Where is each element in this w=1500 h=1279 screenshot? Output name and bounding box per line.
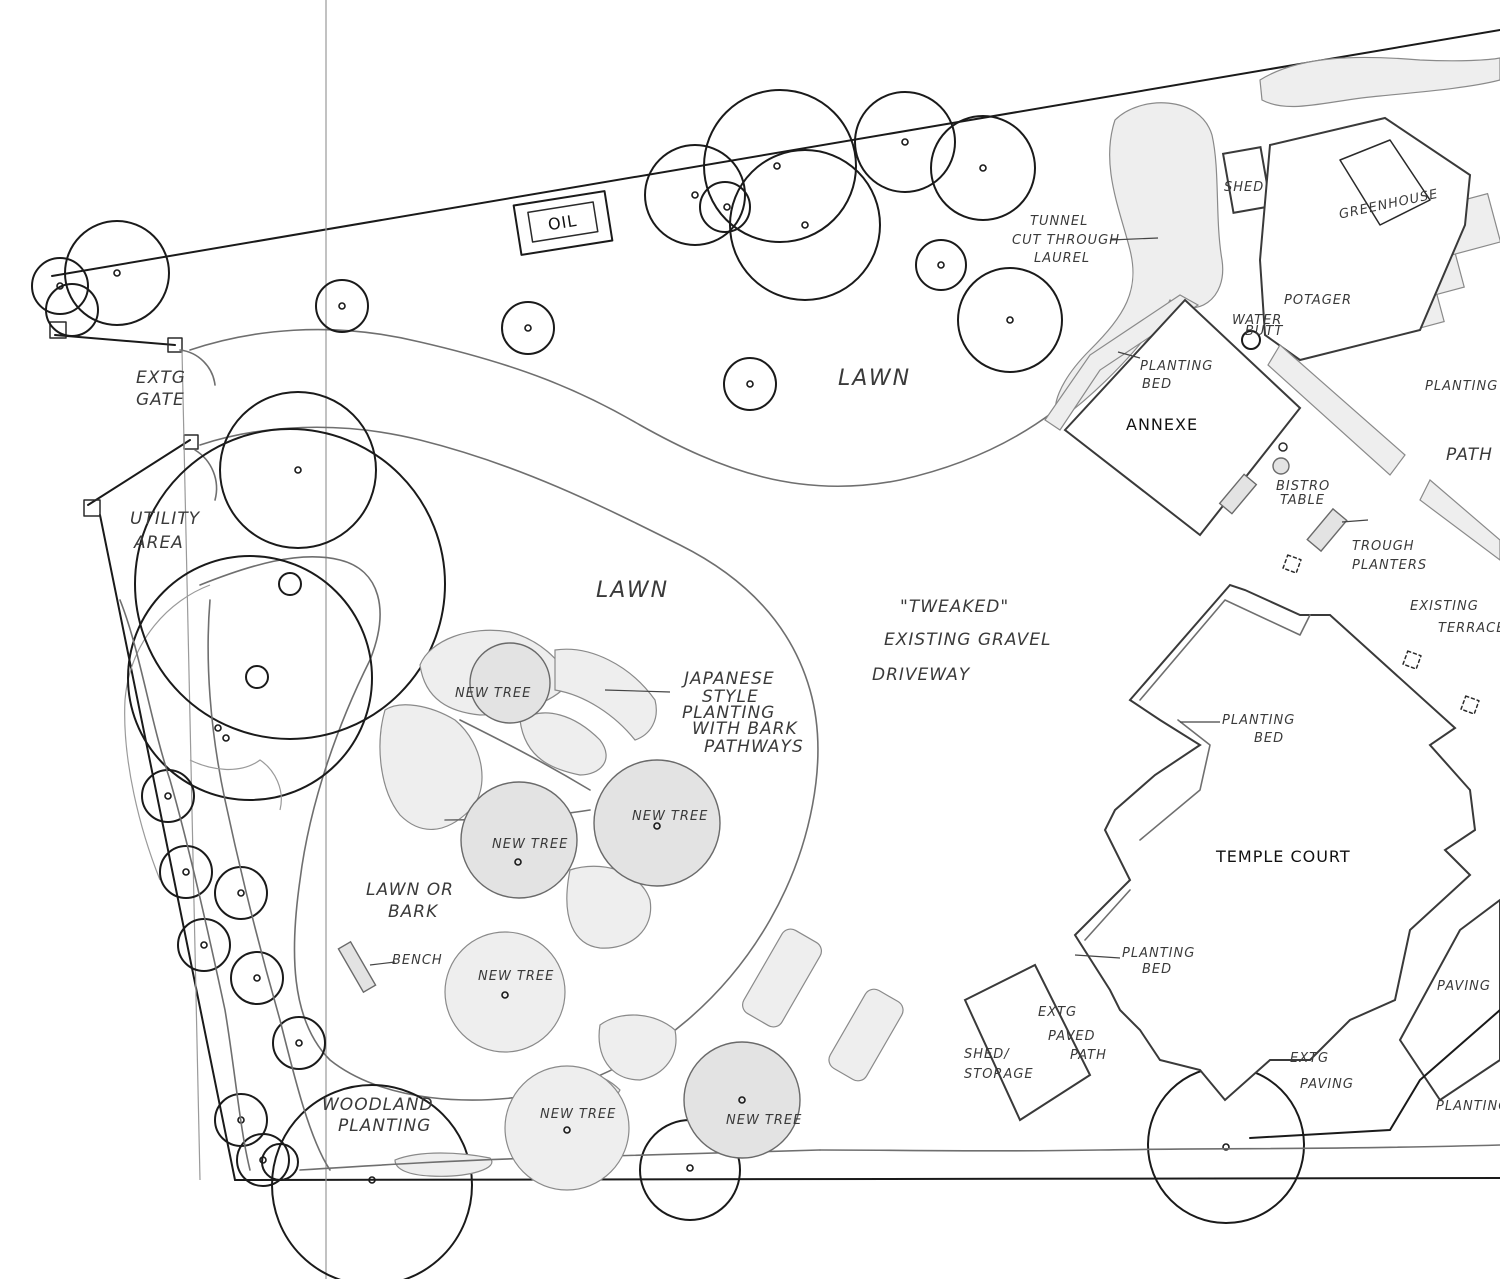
lawn-or-bark-label-2: BARK xyxy=(388,902,439,922)
driveway-label: DRIVEWAY xyxy=(872,665,971,685)
tunnel-label-3: LAUREL xyxy=(1034,251,1090,266)
planting-bed-annexe-label-1: PLANTING xyxy=(1140,359,1213,374)
leader-lines xyxy=(369,237,1369,966)
existing-gravel-label: EXISTING GRAVEL xyxy=(884,630,1052,650)
japanese-label-4: WITH BARK xyxy=(692,719,798,739)
bench-symbol xyxy=(337,940,377,994)
extg-paving-label-2: PAVING xyxy=(1300,1077,1354,1092)
water-butt-label-1: WATER xyxy=(1232,313,1282,328)
woodland-label-1: WOODLAND xyxy=(322,1095,434,1115)
new-trees xyxy=(444,642,801,1191)
japanese-label-1: JAPANESE xyxy=(681,669,775,689)
tunnel-label-2: CUT THROUGH xyxy=(1012,233,1120,248)
site-boundary xyxy=(49,0,1500,1279)
woodland-label-2: PLANTING xyxy=(338,1116,431,1136)
lawn-or-bark-label-1: LAWN OR xyxy=(366,880,454,900)
trough-label-2: PLANTERS xyxy=(1352,558,1427,573)
new-tree-label-5: NEW TREE xyxy=(540,1107,616,1122)
tree-trunks xyxy=(56,138,1230,1184)
japanese-label-5: PATHWAYS xyxy=(704,737,804,757)
planting-bed-lower-label-2: BED xyxy=(1142,962,1172,977)
buildings xyxy=(963,298,1500,1139)
parked-cars xyxy=(742,928,904,1082)
japanese-label-2: STYLE xyxy=(702,687,759,707)
tweaked-label: "TWEAKED" xyxy=(900,597,1009,617)
existing-trees xyxy=(31,89,1305,1279)
shed-label: SHED xyxy=(1224,180,1264,195)
extg-paved-label-2: PAVED xyxy=(1048,1029,1096,1044)
trough-label-1: TROUGH xyxy=(1352,539,1415,554)
annexe-label: ANNEXE xyxy=(1126,415,1198,434)
potager-label: POTAGER xyxy=(1284,293,1352,308)
new-tree-label-6: NEW TREE xyxy=(726,1113,802,1128)
extg-paved-label-1: EXTG xyxy=(1038,1005,1077,1020)
shed-storage-label-1: SHED/ xyxy=(964,1047,1010,1062)
utility-label-1: UTILITY xyxy=(130,509,201,529)
existing-terrace-label-1: EXISTING xyxy=(1410,599,1479,614)
new-tree-label-2: NEW TREE xyxy=(632,809,708,824)
planting-bed-temple-label-1: PLANTING xyxy=(1222,713,1295,728)
existing-terrace-label-2: TERRACE xyxy=(1438,621,1500,636)
oil-label: OIL xyxy=(547,211,579,234)
planting-bed-temple-label-2: BED xyxy=(1254,731,1284,746)
oil-tank: OIL xyxy=(512,190,614,256)
extg-paved-label-3: PATH xyxy=(1070,1048,1107,1063)
extg-gate-label-1: EXTG xyxy=(136,368,186,388)
bistro-label-1: BISTRO xyxy=(1276,479,1330,494)
planting-right-label: PLANTING xyxy=(1425,379,1498,394)
japanese-label-3: PLANTING xyxy=(682,703,775,723)
tunnel-label-1: TUNNEL xyxy=(1030,214,1088,229)
planting-bed-annexe-label-2: BED xyxy=(1142,377,1172,392)
lawn-main-label: LAWN xyxy=(596,578,669,603)
planting-bottom-right-label: PLANTING xyxy=(1436,1099,1500,1114)
water-butt-label-2: BUTT xyxy=(1245,324,1283,339)
new-tree-label-4: NEW TREE xyxy=(478,969,554,984)
lawn-top-label: LAWN xyxy=(838,366,911,391)
new-tree-label-3: NEW TREE xyxy=(492,837,568,852)
new-tree-label-1: NEW TREE xyxy=(455,686,531,701)
planting-bed-lower-label-1: PLANTING xyxy=(1122,946,1195,961)
bench-label: BENCH xyxy=(392,953,443,968)
extg-paving-label-1: EXTG xyxy=(1290,1051,1329,1066)
path-label: PATH xyxy=(1446,445,1493,465)
temple-court-label: TEMPLE COURT xyxy=(1215,847,1351,866)
paving-right-label: PAVING xyxy=(1437,979,1491,994)
shed-storage-label-2: STORAGE xyxy=(964,1067,1034,1082)
labels: LAWN LAWN EXTG GATE UTILITY AREA TUNNEL … xyxy=(130,180,1500,1136)
extg-gate-label-2: GATE xyxy=(136,390,185,410)
bistro-label-2: TABLE xyxy=(1280,493,1325,508)
utility-label-2: AREA xyxy=(133,533,184,553)
